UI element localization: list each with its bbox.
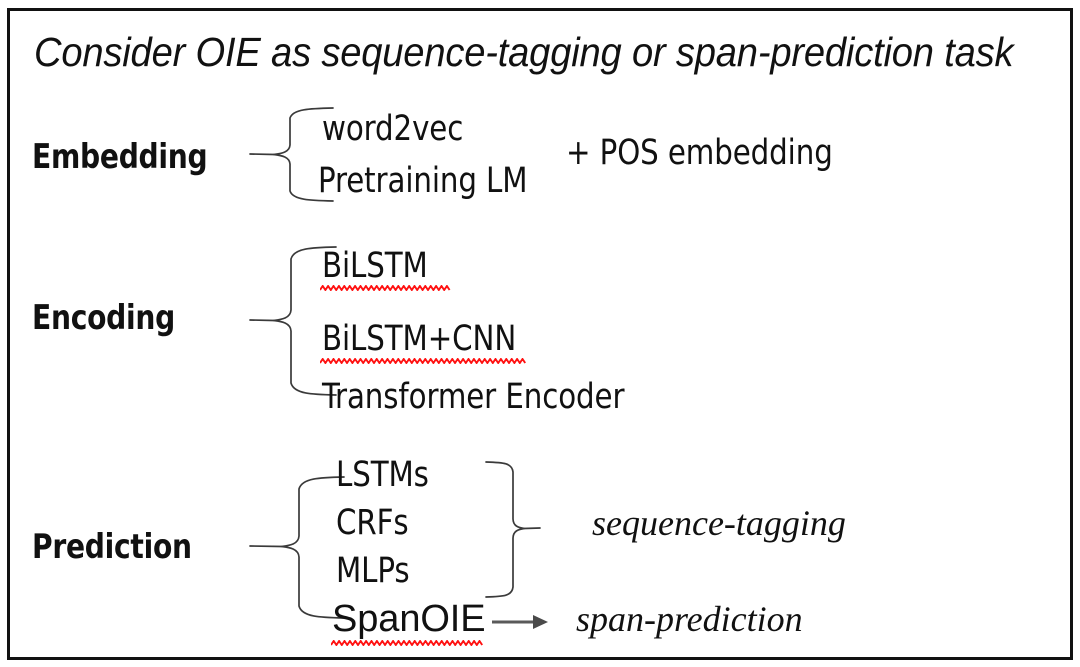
- item-word2vec: word2vec: [322, 109, 464, 149]
- category-label-encoding: Encoding: [32, 298, 176, 338]
- item-bilstm-cnn: BiLSTM+CNN: [322, 319, 517, 359]
- item-bilstm: BiLSTM: [322, 246, 428, 286]
- item-mlps: MLPs: [336, 551, 410, 591]
- item-lstms: LSTMs: [336, 455, 429, 495]
- category-label-prediction: Prediction: [32, 527, 192, 567]
- item-pos-embedding-suffix: + POS embedding: [566, 133, 833, 173]
- annotation-span-prediction: span-prediction: [576, 599, 803, 639]
- slide-border-frame: [7, 8, 1073, 660]
- annotation-sequence-tagging: sequence-tagging: [592, 503, 846, 543]
- item-pretraining-lm: Pretraining LM: [318, 161, 528, 201]
- page-title: Consider OIE as sequence-tagging or span…: [34, 29, 1014, 75]
- category-label-embedding: Embedding: [32, 137, 208, 177]
- item-transformer-encoder: Transformer Encoder: [322, 377, 625, 417]
- item-crfs: CRFs: [336, 503, 409, 543]
- item-spanoie: SpanOIE: [332, 598, 486, 640]
